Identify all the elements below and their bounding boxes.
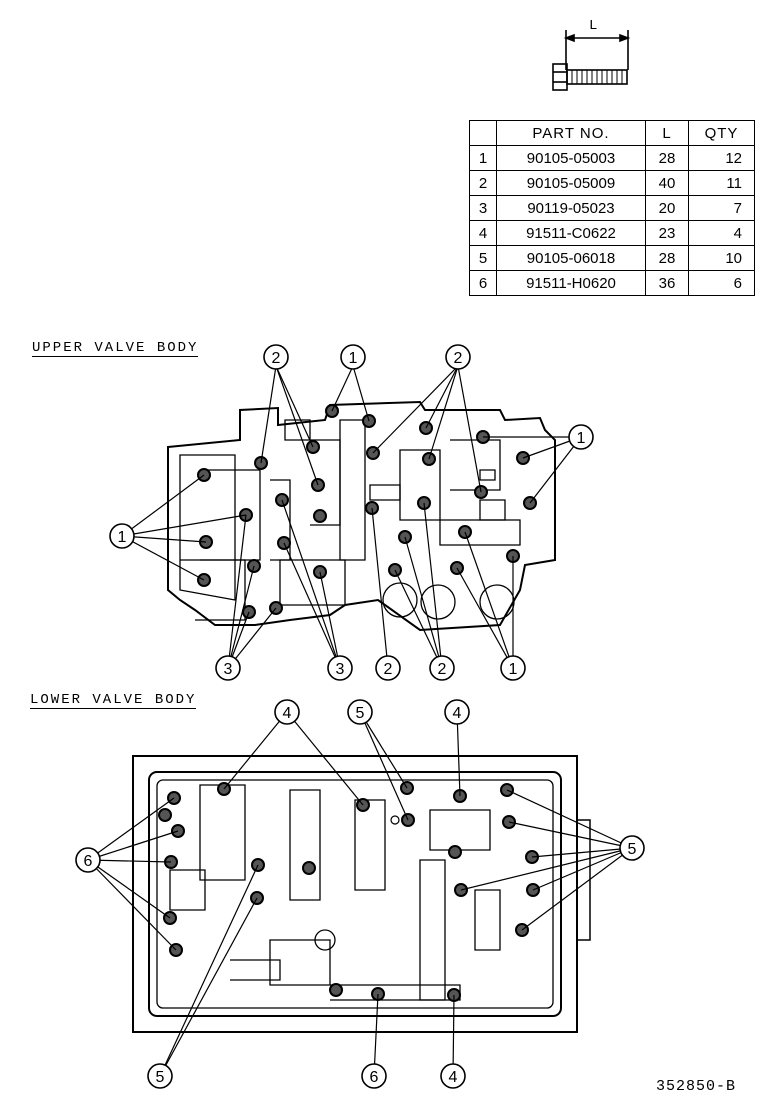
callout-1: 1 [577,430,586,447]
callout-4: 4 [453,705,462,722]
lower-bolt-markers [158,781,540,1002]
row-length: 40 [645,170,689,196]
row-index: 6 [469,270,497,296]
callout-6: 6 [84,853,93,870]
table-row: 6 91511-H0620 36 6 [469,270,755,296]
callout-5: 5 [356,705,365,722]
row-part-no: 90119-05023 [496,195,646,221]
lower-valve-body [132,755,591,1033]
callout-5: 5 [156,1069,165,1086]
row-qty: 7 [688,195,755,221]
callout-3: 3 [224,661,233,678]
callout-2: 2 [272,350,281,367]
lower-valve-body-title: LOWER VALVE BODY [30,692,197,709]
row-part-no: 91511-C0622 [496,220,646,246]
header-length: L [645,120,689,146]
row-index: 1 [469,145,497,171]
callout-4: 4 [449,1069,458,1086]
callout-2: 2 [384,661,393,678]
reference-code: 352850-B [656,1078,737,1095]
table-header-row: PART NO. L QTY [469,120,755,146]
table-row: 3 90119-05023 20 7 [469,195,755,221]
row-length: 20 [645,195,689,221]
row-qty: 11 [688,170,755,196]
row-index: 3 [469,195,497,221]
upper-leader-lines [121,365,582,669]
row-qty: 6 [688,270,755,296]
callout-1: 1 [509,661,518,678]
bolt-icon [552,30,631,91]
row-qty: 10 [688,245,755,271]
header-part-no: PART NO. [496,120,646,146]
table-row: 4 91511-C0622 23 4 [469,220,755,246]
row-length: 28 [645,145,689,171]
callout-5: 5 [628,841,637,858]
row-length: 36 [645,270,689,296]
row-index: 5 [469,245,497,271]
callout-2: 2 [438,661,447,678]
row-part-no: 90105-05003 [496,145,646,171]
row-qty: 12 [688,145,755,171]
row-length: 23 [645,220,689,246]
row-part-no: 90105-05009 [496,170,646,196]
table-row: 5 90105-06018 28 10 [469,245,755,271]
row-length: 28 [645,245,689,271]
callout-3: 3 [336,661,345,678]
row-index: 2 [469,170,497,196]
callout-6: 6 [370,1069,379,1086]
table-row: 2 90105-05009 40 11 [469,170,755,196]
table-row: 1 90105-05003 28 12 [469,145,755,171]
header-qty: QTY [688,120,755,146]
header-index [469,120,497,146]
callout-1: 1 [118,529,127,546]
lower-leader-lines [87,711,633,1077]
length-dimension-label: L [589,18,598,34]
callout-1: 1 [349,350,358,367]
upper-valve-body [167,400,556,632]
callout-2: 2 [454,350,463,367]
callout-numbers: 2 1 2 1 1 3 3 2 2 1 4 5 4 6 5 5 6 4 [84,350,637,1086]
upper-valve-body-title: UPPER VALVE BODY [32,340,199,357]
callout-4: 4 [283,705,292,722]
row-part-no: 90105-06018 [496,245,646,271]
row-qty: 4 [688,220,755,246]
callout-circles [75,344,645,1089]
row-part-no: 91511-H0620 [496,270,646,296]
row-index: 4 [469,220,497,246]
bolt-spec-table: PART NO. L QTY 1 90105-05003 28 12 2 901… [469,120,755,296]
